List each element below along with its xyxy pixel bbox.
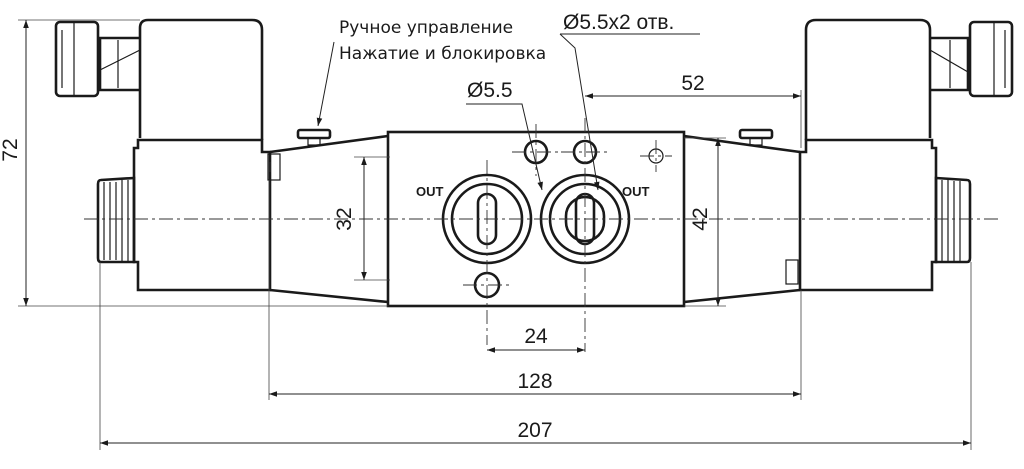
dim-207-label: 207 (517, 419, 552, 442)
transitions (269, 128, 801, 304)
center-lines (84, 118, 1000, 352)
port-out-left-label: OUT (416, 184, 444, 199)
left-connector (54, 18, 264, 140)
dim-52-label: 52 (681, 72, 704, 95)
left-knob (96, 176, 136, 264)
holes-label: Ø5.5x2 отв. (563, 11, 674, 34)
right-connector (804, 18, 1014, 140)
dimensions (18, 19, 972, 450)
dim-42-label: 42 (689, 207, 712, 230)
manual-override-label-2: Нажатие и блокировка (339, 44, 546, 64)
manual-override-label-1: Ручное управление (339, 18, 513, 38)
right-knob (934, 176, 972, 264)
port-out-right-label: OUT (622, 184, 650, 199)
dim-24-label: 24 (524, 325, 548, 348)
hole-diameter-label: Ø5.5 (467, 79, 513, 102)
right-coil (785, 138, 938, 292)
dim-72-label: 72 (0, 138, 22, 161)
left-coil (132, 138, 281, 292)
dim-32-label: 32 (333, 207, 356, 230)
labels: Ручное управление Нажатие и блокировка Ø… (0, 11, 712, 442)
dim-128-label: 128 (517, 370, 552, 393)
